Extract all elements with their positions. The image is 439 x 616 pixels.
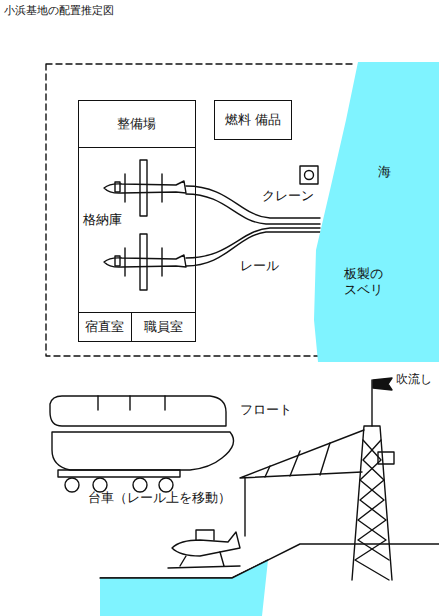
seaplane-bottom (104, 234, 186, 290)
part-label: フロート (240, 402, 292, 418)
sea-shape (300, 60, 439, 362)
title: 小浜基地の配置推定図 (4, 4, 114, 17)
rails (186, 186, 320, 266)
windsock (373, 378, 392, 390)
room-name: 格納庫 (83, 212, 122, 228)
room-name: 燃料 備品 (225, 112, 281, 128)
room-box: 燃料 備品 (214, 100, 292, 140)
part-label: 台車（レール上を移動） (88, 490, 231, 506)
sea-area: 海 (300, 60, 439, 362)
room-box: 宿直室 (78, 312, 132, 342)
room-name: 宿直室 (85, 319, 124, 335)
part-label: レール (240, 258, 279, 274)
small-seaplane (168, 530, 240, 568)
room-box: 格納庫 (78, 147, 196, 313)
seaplane-top (104, 160, 186, 216)
room-box: 職員室 (131, 312, 196, 342)
room-name: 整備場 (117, 116, 156, 132)
sea-bottom (100, 560, 268, 616)
crane-tower (240, 380, 394, 580)
shoreline (100, 560, 268, 578)
part-label: クレーン (262, 188, 314, 204)
part-label: 板製の スベリ (344, 266, 388, 297)
float-illustration (50, 396, 234, 492)
room-name: 職員室 (144, 319, 183, 335)
ground-line (100, 544, 439, 578)
sea-fill (314, 62, 439, 362)
crane-symbol (300, 166, 318, 184)
room-box: 整備場 (78, 100, 196, 148)
base-boundary (46, 64, 356, 356)
sea-label: 海 (378, 164, 391, 180)
part-label: 吹流し (396, 372, 432, 386)
